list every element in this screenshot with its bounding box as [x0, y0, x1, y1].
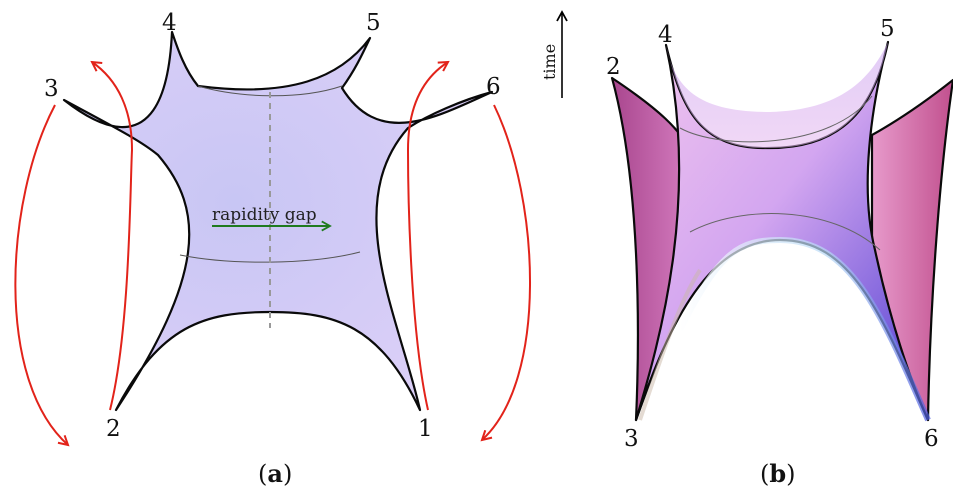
panel-a-arrow-left-inner	[109, 149, 133, 411]
panel-a-label-4: 4	[162, 10, 177, 36]
panel-b-top-band	[666, 42, 888, 149]
panel-a-arrow-right-top	[407, 62, 448, 151]
panel-a-arrow-right-inner	[407, 149, 429, 411]
panel-a-label-1: 1	[418, 416, 433, 442]
panel-a-gap-label: rapidity gap	[212, 205, 317, 225]
panel-a-label-5: 5	[366, 10, 381, 36]
panel-a-arrow-left-top	[92, 62, 133, 151]
panel-b-label-6: 6	[924, 426, 939, 452]
panel-a-label-6: 6	[486, 74, 501, 100]
panel-a-arrow-left-outer	[14, 104, 68, 445]
panel-b-caption: (b)	[760, 459, 796, 488]
panel-b-inner-arc-lower	[689, 213, 881, 251]
panel-a-caption: (a)	[258, 459, 292, 488]
panel-a-label-3: 3	[44, 76, 59, 102]
panel-a-label-2: 2	[106, 416, 121, 442]
panel-b-inner-arc-upper	[679, 95, 873, 143]
panel-b-label-2: 2	[606, 54, 621, 80]
panel-a: rapidity gap 1 2 3 4 5 6 (a)	[14, 10, 531, 488]
panel-b-right-wing	[870, 78, 953, 422]
panel-b-bottom-edge-glow	[677, 236, 931, 422]
panel-b-label-3: 3	[624, 426, 639, 452]
panel-a-surface	[62, 30, 494, 412]
panel-b-label-5: 5	[880, 16, 895, 42]
panel-a-arrow-right-outer	[482, 104, 531, 440]
panel-b-label-4: 4	[658, 22, 673, 48]
panel-b: time 2 3 4 5 6 (b)	[540, 10, 953, 488]
panel-b-faint-shadow	[638, 268, 702, 421]
panel-b-time-label: time	[540, 44, 559, 80]
